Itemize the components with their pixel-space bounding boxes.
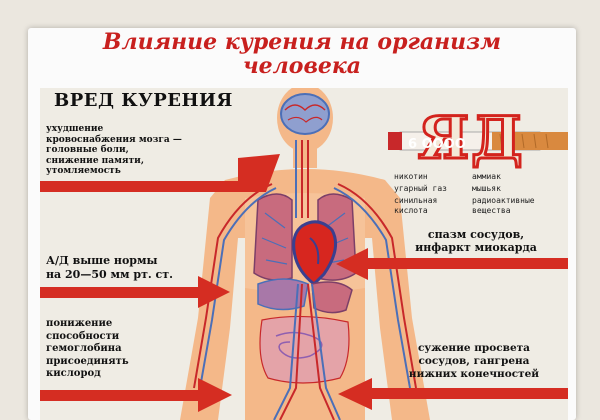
poison-label: ЯД (417, 104, 525, 172)
substance-acid: кислота (394, 206, 428, 215)
caption-line: снижение памяти, (46, 155, 144, 166)
caption-line: головные боли, (46, 145, 129, 155)
substance-hydrocyanic: синильная (394, 196, 438, 205)
abdominal-organs (257, 278, 353, 384)
substance-substances: вещества (472, 206, 511, 215)
caption-line: гемоглобина (46, 343, 122, 354)
caption-line: утомляемость (46, 166, 121, 176)
arrow-blood (40, 378, 232, 412)
substance-arsenic: мышьяк (472, 184, 501, 193)
caption-line: способности (46, 330, 120, 342)
substance-radioactive: радиоактивные (472, 196, 535, 205)
arrow-brain (40, 154, 280, 192)
caption-heart: спазм сосудов, инфаркт миокарда (388, 228, 564, 254)
caption-line: нижних конечностей (408, 368, 540, 380)
brain-illustration (280, 93, 330, 135)
slide-title-line-2: человека (242, 53, 362, 79)
slide-title: Влияние курения на организм человека (28, 30, 576, 78)
caption-blood: понижение способности гемоглобина присое… (46, 318, 129, 381)
caption-line: сужение просвета (418, 342, 530, 354)
slide-title-line-1: Влияние курения на организм (102, 29, 502, 55)
caption-line: присоединять (46, 355, 129, 367)
caption-line: кислород (46, 368, 101, 379)
cigarette-illustration (388, 131, 568, 151)
substance-nicotine: никотин (394, 172, 428, 181)
poison-count-label: 6 ОООО (408, 137, 466, 152)
caption-line: ухудшение (46, 124, 104, 134)
caption-line: сосудов, гангрена (418, 355, 530, 367)
heart-illustration (292, 220, 338, 286)
caption-line: инфаркт миокарда (415, 241, 537, 254)
caption-line: понижение (46, 318, 113, 329)
caption-line: А/Д выше нормы (46, 254, 158, 267)
poster-header: ВРЕД КУРЕНИЯ (54, 90, 233, 111)
substance-ammonia: аммиак (472, 172, 501, 181)
arrow-pressure (40, 276, 230, 308)
caption-legs: сужение просвета сосудов, гангрена нижни… (384, 342, 564, 381)
caption-line: кровоснабжения мозга — (46, 134, 182, 145)
substance-carbon-monoxide: угарный газ (394, 184, 447, 193)
arrow-heart (336, 248, 568, 280)
anatomy-illustration (40, 88, 568, 420)
caption-line: спазм сосудов, (427, 228, 525, 241)
arrow-legs (338, 378, 568, 410)
anti-smoking-poster: ВРЕД КУРЕНИЯ ухудшение кровоснабжения мо… (40, 88, 568, 420)
caption-brain: ухудшение кровоснабжения мозга — головны… (46, 124, 182, 177)
caption-line: на 20—50 мм рт. ст. (46, 268, 173, 281)
caption-pressure: А/Д выше нормы на 20—50 мм рт. ст. (46, 254, 173, 282)
